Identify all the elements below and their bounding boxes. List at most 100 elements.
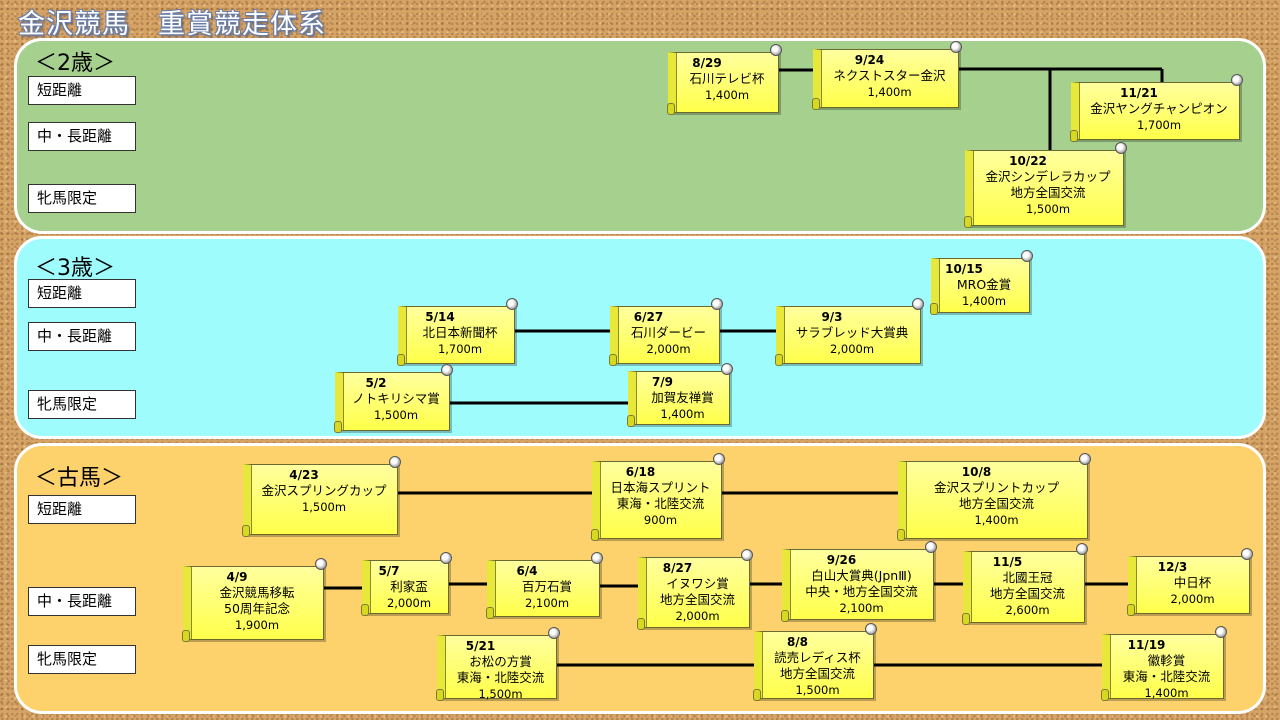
scroll-curl-icon	[865, 623, 877, 635]
race-name: 金沢スプリントカップ	[933, 480, 1059, 495]
scroll-curl-icon	[721, 363, 733, 375]
race-date: 11/5	[992, 555, 1023, 569]
race-name: MRO金賞	[956, 277, 1012, 292]
race-name: 読売レディス杯	[774, 650, 861, 665]
scroll-curl-icon	[1115, 142, 1127, 154]
scroll-curl-icon	[1079, 453, 1091, 465]
race-note: 東海・北陸交流	[1122, 669, 1211, 684]
race-card-young-champion[interactable]: 11/21 金沢ヤングチャンピオン 1,700m	[1070, 74, 1243, 142]
race-name: 金沢シンデレラカップ	[985, 169, 1111, 184]
race-date: 6/18	[625, 465, 656, 479]
race-date: 7/9	[651, 375, 674, 389]
row-label-sprint: 短距離	[28, 495, 136, 524]
scroll-curl-icon	[741, 549, 753, 561]
race-distance: 1,400m	[704, 88, 750, 102]
row-label-filly: 牝馬限定	[28, 184, 136, 213]
race-note: 地方全国交流	[958, 496, 1034, 511]
race-date: 8/8	[786, 635, 809, 649]
section-title-3yo: ＜3歳＞	[35, 256, 115, 281]
scroll-curl-icon	[1076, 543, 1088, 555]
race-card-kitanihon-shimbun[interactable]: 5/14 北日本新聞杯 1,700m	[397, 298, 518, 366]
race-date: 9/26	[826, 553, 857, 567]
page-title: 金沢競馬 重賞競走体系	[18, 9, 326, 40]
race-distance: 2,000m	[829, 342, 875, 356]
race-distance: 2,000m	[675, 609, 720, 623]
race-distance: 2,000m	[1170, 592, 1215, 606]
race-name: ネクストスター金沢	[833, 68, 946, 83]
race-card-spring-cup[interactable]: 4/23 金沢スプリングカップ 1,500m	[242, 456, 401, 537]
race-date: 11/21	[1120, 86, 1158, 100]
race-distance: 1,400m	[867, 85, 912, 99]
race-name: 百万石賞	[521, 579, 572, 594]
race-name: 徽軫賞	[1147, 653, 1186, 668]
race-date: 9/3	[821, 310, 843, 324]
row-label-filly: 牝馬限定	[28, 390, 136, 419]
race-card-kishin-sho[interactable]: 11/19 徽軫賞 東海・北陸交流 1,400m	[1101, 626, 1227, 701]
race-card-chunichi-hai[interactable]: 12/3 中日杯 2,000m	[1127, 548, 1253, 616]
race-card-cinderella-cup[interactable]: 10/22 金沢シンデレラカップ 地方全国交流 1,500m	[964, 142, 1127, 228]
race-card-thoroughbred-daishoten[interactable]: 9/3 サラブレッド大賞典 2,000m	[775, 298, 924, 366]
race-card-sprint-cup[interactable]: 10/8 金沢スプリントカップ 地方全国交流 1,400m	[897, 453, 1091, 541]
race-note: 地方全国交流	[989, 586, 1065, 601]
race-distance: 1,900m	[234, 618, 280, 632]
race-date: 12/3	[1157, 560, 1188, 574]
race-card-50th-anniversary[interactable]: 4/9 金沢競馬移転 50周年記念 1,900m	[182, 558, 327, 642]
row-label-middle: 中・長距離	[28, 122, 136, 151]
race-distance: 1,500m	[1025, 202, 1071, 216]
race-card-toshiie-hai[interactable]: 5/7 利家盃 2,000m	[361, 552, 452, 616]
race-card-ishikawa-tv[interactable]: 8/29 石川テレビ杯 1,400m	[667, 44, 782, 115]
row-label-filly: 牝馬限定	[28, 645, 136, 674]
race-distance: 1,700m	[1136, 118, 1182, 132]
race-card-nihonkai-sprint[interactable]: 6/18 日本海スプリント 東海・北陸交流 900m	[591, 453, 725, 541]
race-date: 10/8	[961, 465, 992, 479]
race-card-mro-kinsho[interactable]: 10/15 MRO金賞 1,400m	[930, 250, 1033, 315]
race-distance: 2,000m	[386, 596, 432, 610]
race-card-next-star[interactable]: 9/24 ネクストスター金沢 1,400m	[812, 41, 962, 110]
race-name: ノトキリシマ賞	[352, 391, 440, 406]
race-card-noto-kirishima[interactable]: 5/2 ノトキリシマ賞 1,500m	[334, 364, 453, 433]
race-name: サラブレッド大賞典	[795, 325, 909, 340]
race-name: 中日杯	[1173, 575, 1212, 590]
race-date: 10/15	[945, 262, 983, 276]
scroll-curl-icon	[1231, 74, 1243, 86]
race-distance: 1,500m	[301, 500, 347, 514]
race-name: 石川ダービー	[630, 325, 706, 340]
row-label-middle: 中・長距離	[28, 587, 136, 616]
race-distance: 1,400m	[660, 407, 705, 421]
race-distance: 1,400m	[961, 294, 1007, 308]
race-date: 11/19	[1127, 638, 1166, 652]
race-date: 10/22	[1009, 154, 1047, 168]
row-label-sprint: 短距離	[28, 76, 136, 105]
race-distance: 1,500m	[478, 687, 523, 701]
race-card-inuwashi[interactable]: 8/27 イヌワシ賞 地方全国交流 2,000m	[637, 549, 753, 630]
race-name: お松の方賞	[469, 654, 532, 669]
race-distance: 2,600m	[1005, 603, 1050, 617]
race-card-kaga-yuzen[interactable]: 7/9 加賀友禅賞 1,400m	[627, 363, 733, 427]
scroll-curl-icon	[389, 456, 401, 468]
race-distance: 1,500m	[373, 408, 419, 422]
race-card-omatsu-no-kata[interactable]: 5/21 お松の方賞 東海・北陸交流 1,500m	[436, 627, 560, 701]
scroll-curl-icon	[950, 41, 962, 53]
race-distance: 2,000m	[646, 342, 691, 356]
race-date: 4/23	[289, 468, 319, 482]
race-card-hyakumangoku[interactable]: 6/4 百万石賞 2,100m	[486, 552, 603, 619]
race-name: 金沢ヤングチャンピオン	[1090, 101, 1228, 116]
race-card-ishikawa-derby[interactable]: 6/27 石川ダービー 2,000m	[609, 298, 723, 366]
race-date: 9/24	[854, 53, 885, 67]
race-note: 地方全国交流	[1010, 185, 1086, 200]
race-name: 白山大賞典(JpnⅢ)	[811, 568, 912, 583]
race-note: 50周年記念	[224, 601, 290, 616]
section-title-older: ＜古馬＞	[35, 466, 124, 491]
race-name: 石川テレビ杯	[689, 71, 765, 86]
row-label-middle: 中・長距離	[28, 322, 136, 351]
scroll-curl-icon	[548, 627, 560, 639]
scroll-curl-icon	[1021, 250, 1033, 262]
race-card-hakusan-daishoten[interactable]: 9/26 白山大賞典(JpnⅢ) 中央・地方全国交流 2,100m	[781, 541, 937, 622]
race-date: 5/21	[465, 639, 496, 653]
race-distance: 2,100m	[839, 601, 884, 615]
race-distance: 1,400m	[974, 513, 1019, 527]
race-card-hokkoku-okan[interactable]: 11/5 北國王冠 地方全国交流 2,600m	[962, 543, 1088, 625]
race-card-yomiuri-ladies[interactable]: 8/8 読売レディス杯 地方全国交流 1,500m	[753, 623, 877, 701]
scroll-curl-icon	[506, 298, 518, 310]
